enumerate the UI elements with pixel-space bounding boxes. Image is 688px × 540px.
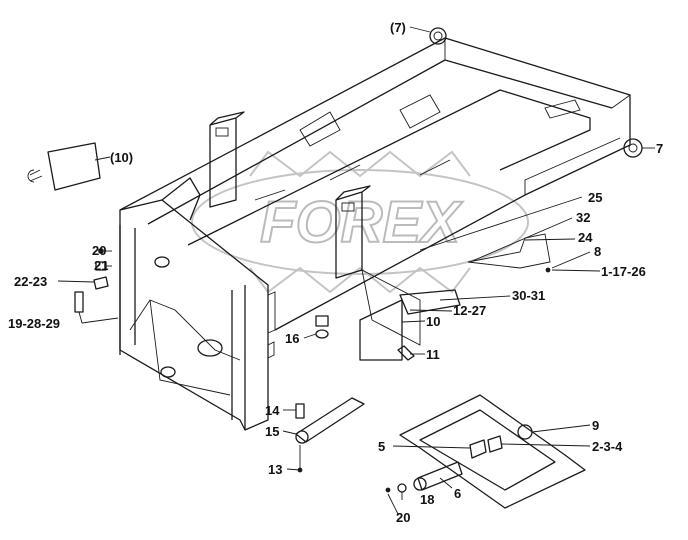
- callout-16: 16: [285, 331, 299, 346]
- callout-14: 14: [265, 403, 280, 418]
- washer-21: [95, 261, 107, 271]
- callout-12-27: 12-27: [453, 303, 486, 318]
- callout-22-23: 22-23: [14, 274, 47, 289]
- frame-front-plates: [119, 225, 246, 430]
- frame-pivot-hole-upper: [154, 256, 170, 268]
- frame-cutouts: [299, 94, 581, 147]
- callout-20-upper: 20: [92, 243, 106, 258]
- shaft-6-end: [413, 477, 427, 491]
- bushing-7-top: [429, 27, 447, 45]
- callout-8: 8: [594, 244, 601, 259]
- callout-18: 18: [420, 492, 434, 507]
- frame-post-left: [209, 111, 245, 208]
- bolt-20-upper: [98, 248, 104, 254]
- callout-15: 15: [265, 424, 279, 439]
- frame-articulation-arms: [129, 299, 241, 396]
- cover-plate: [47, 142, 101, 191]
- frame-pivot-hole-lower: [160, 366, 176, 378]
- frame-rail-upper: [119, 37, 631, 331]
- frame-rail-inner-lower: [187, 89, 591, 246]
- frame-side-slots: [267, 291, 276, 359]
- oscillating-frame-inner: [419, 409, 556, 491]
- callout-7: 7: [656, 141, 663, 156]
- callout-5: 5: [378, 439, 385, 454]
- callout-7-paren: (7): [390, 20, 406, 35]
- callout-19-28-29: 19-28-29: [8, 316, 60, 331]
- callout-25: 25: [588, 190, 602, 205]
- callout-2-3-4: 2-3-4: [592, 439, 623, 454]
- side-plate-10: [359, 299, 403, 361]
- callout-24: 24: [578, 230, 593, 245]
- callout-9: 9: [592, 418, 599, 433]
- callout-30-31: 30-31: [512, 288, 545, 303]
- shaft-6: [417, 461, 463, 491]
- cover-plate-clip: [27, 169, 43, 183]
- leader-lines: [57, 26, 655, 515]
- pin-19-28-29: [74, 291, 84, 313]
- line-clamp-8: [545, 267, 551, 273]
- spring-11: [397, 345, 415, 361]
- plate-12-27: [399, 289, 461, 315]
- bearing-2-3-4-b: [487, 435, 503, 453]
- frame-rear-gusset: [361, 269, 421, 346]
- callout-21: 21: [94, 258, 108, 273]
- callout-1-17-26: 1-17-26: [601, 264, 646, 279]
- washer-18: [397, 483, 407, 493]
- oscillating-frame: [385, 394, 586, 509]
- callout-6: 6: [454, 486, 461, 501]
- callout-11: 11: [426, 347, 440, 362]
- frame-post-center-hole: [341, 202, 355, 212]
- bracket-22-23: [93, 276, 109, 290]
- stop-block: [315, 315, 329, 327]
- hydraulic-line: [467, 233, 551, 269]
- callout-labels: (7) 7 (10) 25 32 24 8 1-17-26 30-31 12-2…: [8, 20, 663, 525]
- frame-front-top-bracket: [161, 177, 201, 221]
- frame-post-left-hole: [215, 127, 229, 137]
- bushing-7-right: [623, 138, 643, 158]
- oscillating-frame-outer: [399, 394, 586, 509]
- callout-32: 32: [576, 210, 590, 225]
- callout-10-paren: (10): [110, 150, 133, 165]
- drag-link-eye: [295, 430, 309, 444]
- hardware: [74, 27, 643, 473]
- bearing-2-3-4-a: [469, 439, 487, 459]
- frame-front-box: [119, 199, 269, 431]
- callout-13: 13: [268, 462, 282, 477]
- callout-10: 10: [426, 314, 440, 329]
- nut-16: [315, 329, 329, 339]
- drag-link-15: [295, 397, 365, 443]
- frame-rail-edges: [444, 38, 631, 195]
- callout-20-lower: 20: [396, 510, 410, 525]
- pin-14: [295, 403, 305, 419]
- main-frame: [119, 37, 631, 431]
- frame-pivot-boss: [197, 339, 223, 357]
- frame-crossmembers: [254, 159, 451, 201]
- bolt-20-lower: [385, 487, 391, 493]
